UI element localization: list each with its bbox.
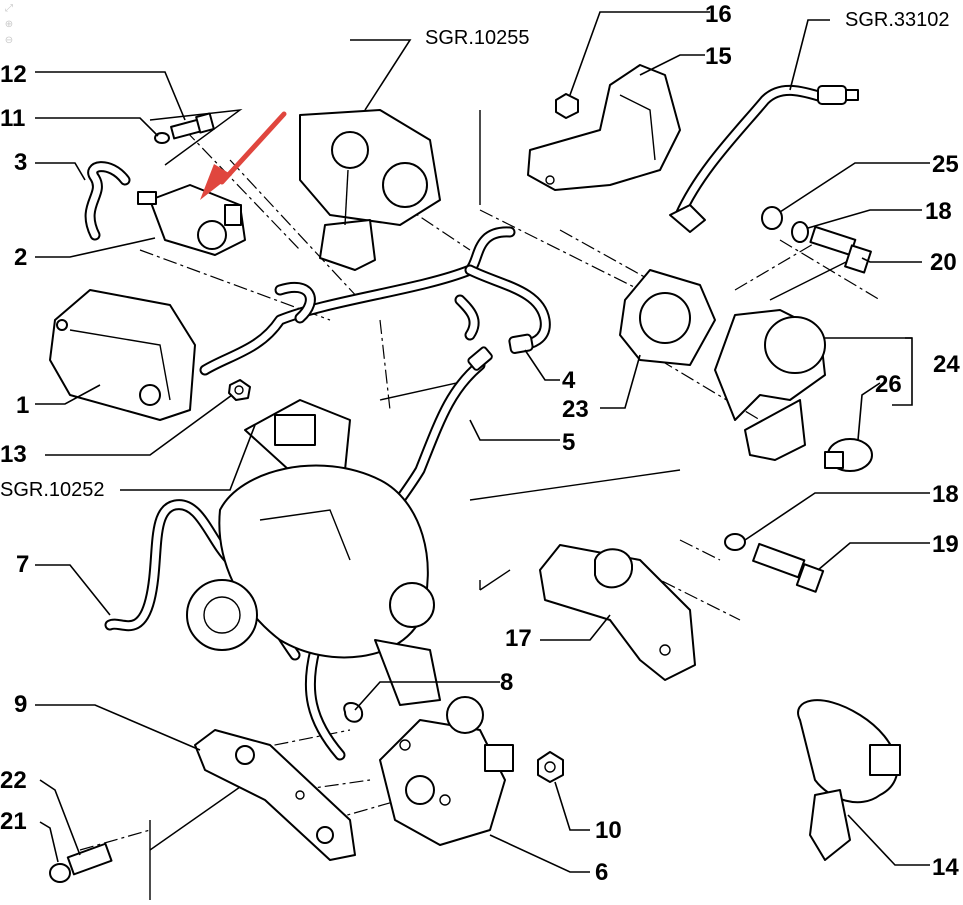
zoom-in-icon[interactable]: ⊕ [4, 19, 14, 30]
highlight-arrow [200, 111, 287, 200]
part-19-bolt [752, 542, 825, 593]
part-2-solenoid-valve [137, 184, 246, 256]
part-18-washer-lower [724, 533, 746, 551]
part-18-washer-upper [791, 221, 809, 243]
part-16-nut [555, 93, 579, 119]
part-21-washer [49, 863, 71, 883]
part-14-harness-clip [797, 699, 901, 861]
callout-6: 6 [595, 859, 608, 886]
callout-15: 15 [705, 43, 732, 70]
callout-10: 10 [595, 817, 622, 844]
part-6-actuator [379, 696, 514, 846]
zoom-out-icon[interactable]: ⊖ [4, 35, 14, 46]
sensor-sgr-33102 [669, 85, 859, 233]
callout-2: 2 [14, 244, 27, 271]
part-25-washer [761, 206, 783, 230]
viewer-toolbar: ⤢ ⊕ ⊖ [3, 3, 17, 51]
part-10-nut [537, 751, 564, 783]
part-17-bracket [539, 544, 696, 681]
part-26-clamp [824, 438, 873, 472]
callout-16: 16 [705, 1, 732, 28]
callout-18-lower: 18 [932, 481, 959, 508]
turbocharger [186, 399, 441, 706]
callout-26: 26 [875, 371, 902, 398]
ref-sgr-10255: SGR.10255 [425, 27, 530, 49]
part-1-cover [49, 289, 196, 421]
callout-22: 22 [0, 767, 27, 794]
callout-21: 21 [0, 808, 27, 835]
part-22-bolt [66, 842, 113, 876]
callout-11: 11 [0, 105, 25, 132]
part-20-bolt [809, 225, 872, 274]
part-13-nut [228, 379, 251, 401]
leader-lines [35, 11, 930, 873]
callout-13: 13 [0, 441, 27, 468]
part-15-bracket [527, 64, 681, 191]
callout-9: 9 [14, 691, 27, 718]
guide-lines [149, 109, 851, 900]
callout-23: 23 [562, 396, 589, 423]
callout-25: 25 [932, 151, 959, 178]
throttle-body [299, 109, 441, 271]
callout-8: 8 [500, 669, 513, 696]
fit-icon[interactable]: ⤢ [5, 3, 13, 14]
callout-7: 7 [16, 551, 29, 578]
callout-labels: 12 11 3 2 1 13 7 9 22 21 16 15 25 18 20 … [0, 1, 960, 886]
callout-24: 24 [933, 351, 960, 378]
part-4-hose-end [508, 333, 534, 354]
callout-19: 19 [932, 531, 959, 558]
callout-12: 12 [0, 61, 27, 88]
callout-20: 20 [930, 249, 957, 276]
ref-sgr-33102: SGR.33102 [845, 9, 950, 31]
part-5-pipe-fitting [467, 346, 493, 371]
ref-sgr-10252: SGR.10252 [0, 479, 105, 501]
assembly-lines [79, 129, 881, 851]
part-9-bracket [194, 729, 356, 861]
callout-17: 17 [505, 625, 532, 652]
part-12-bolt [170, 112, 215, 140]
part-24-elbow [714, 309, 826, 461]
callout-18-upper: 18 [925, 198, 952, 225]
callout-1: 1 [16, 392, 29, 419]
callout-14: 14 [932, 854, 959, 881]
part-23-gasket [619, 269, 716, 366]
callout-3: 3 [14, 149, 27, 176]
callout-5: 5 [562, 429, 575, 456]
reference-labels: SGR.10255 SGR.33102 SGR.10252 [0, 9, 950, 501]
callout-4: 4 [562, 367, 576, 394]
